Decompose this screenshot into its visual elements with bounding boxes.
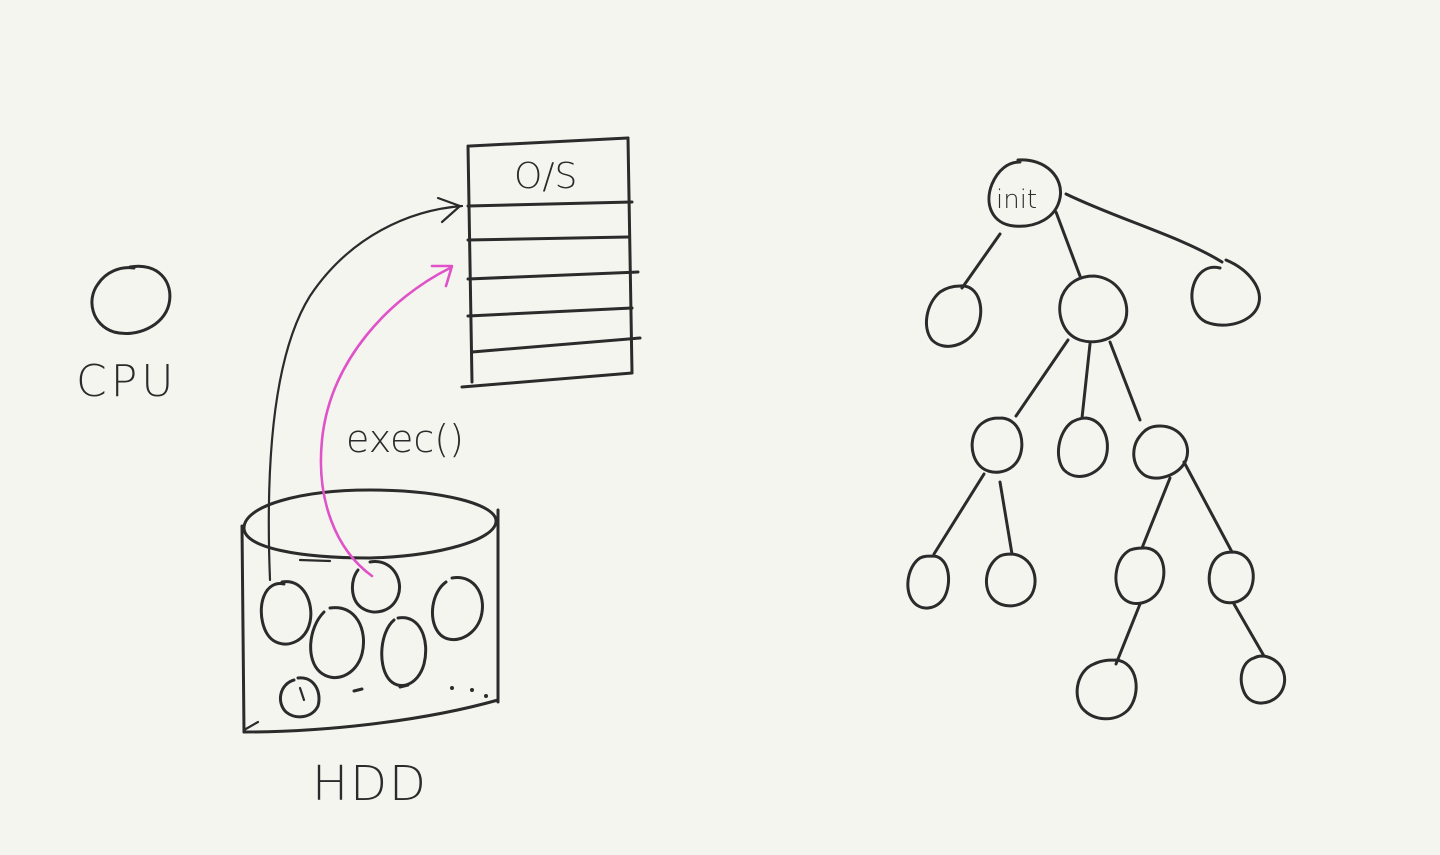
os-table-bottom-edge [460,371,634,389]
file-blob [278,676,321,719]
tree-node [1075,658,1138,721]
hdd-ellipsis-dot [450,686,454,690]
tree-edge [1114,602,1142,666]
file-blob [380,616,428,688]
tree-edge [1182,460,1234,554]
hdd-file-underline [298,558,332,563]
tree-edge [960,232,1002,290]
hdd-bottom-curve [242,698,500,734]
hdd-left-wall [240,524,246,734]
tree-edge [1140,476,1172,550]
hdd-bottom-tick [242,720,260,732]
tree-node [984,552,1037,608]
exec-arrow: exec() [319,264,464,578]
os-memory-table: O/S [460,136,642,389]
os-label: O/S [514,156,577,197]
os-table-left-edge [466,144,474,384]
hdd-label: HDD [312,756,428,812]
tree-node [1239,654,1287,705]
load-arrow-black [267,196,464,582]
hdd-ellipsis-dash [398,683,410,689]
tree-edge [1054,210,1082,278]
os-table-row-line [466,270,640,281]
os-table-top-edge [468,136,630,148]
file-blob [351,560,401,614]
hdd-ellipsis-dot [470,688,474,692]
tree-edge [1014,338,1070,418]
tree-edge [1064,192,1224,264]
os-table-row-line [470,336,642,354]
tree-node [1114,546,1166,605]
tree-node [1132,424,1189,480]
process-tree: init [906,158,1287,721]
os-table-row-line [466,200,634,208]
os-table-right-edge [626,136,634,374]
os-table-row-line [466,306,634,318]
tree-edge [998,480,1014,556]
hdd-ellipsis-dash [352,687,364,693]
init-label: init [996,185,1037,215]
hdd-ellipsis-dot [484,694,488,698]
tree-node [1056,416,1109,478]
cpu-label: CPU [76,356,177,407]
tree-node [1207,550,1255,605]
hdd-top-ellipse [242,488,498,560]
file-blob-mark [298,686,306,702]
os-table-row-line [466,235,630,242]
cpu-group: CPU [76,264,177,407]
tree-edge [1108,340,1142,422]
file-blob [259,580,313,646]
tree-edge [1232,602,1266,658]
tree-node [906,554,951,610]
tree-node [1190,258,1261,327]
tree-node [1058,274,1129,344]
exec-label: exec() [346,417,464,461]
tree-edge [932,472,986,556]
cpu-circle [90,264,172,335]
hdd-cylinder: HDD [240,488,500,812]
tree-edge [1080,342,1092,420]
exec-arrow-head [430,264,454,288]
tree-node [924,284,983,348]
file-blob [430,576,484,642]
file-blob [309,606,365,680]
tree-node-init [987,158,1063,228]
exec-arrow-path [319,266,452,578]
tree-node [970,416,1024,474]
